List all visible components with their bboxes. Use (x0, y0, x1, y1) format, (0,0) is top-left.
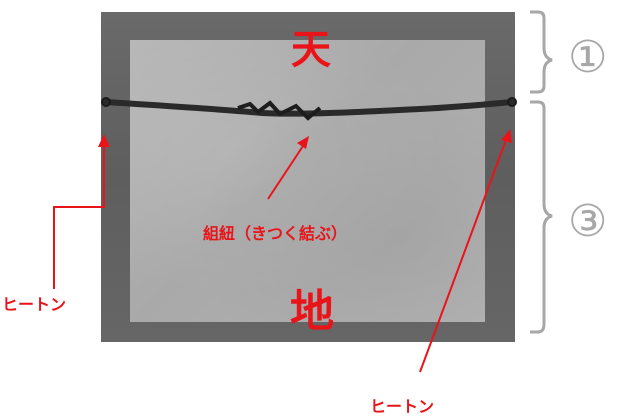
right-hook-arrowhead (501, 129, 512, 143)
right-hook-leader (419, 139, 507, 373)
cord-arrowhead (297, 136, 309, 149)
hook-label-right: ヒートン (370, 397, 435, 416)
hook-label-left: ヒートン (2, 295, 67, 314)
screw-eye-left (101, 97, 111, 107)
section-number-1: ① (568, 32, 608, 83)
left-hook-arrowhead (98, 134, 110, 147)
braided-cord (103, 99, 515, 117)
left-hook-leader (53, 145, 105, 289)
cord-leader (267, 145, 304, 200)
screw-eye-right (507, 97, 517, 107)
bracket-bottom (530, 100, 553, 334)
top-label-ten: 天 (291, 26, 331, 73)
mount-board (130, 40, 485, 322)
bracket-top (530, 10, 553, 94)
section-number-3: ③ (568, 196, 608, 247)
cord-label: 組紐（きつく結ぶ） (203, 224, 348, 243)
cord-knot (237, 100, 322, 121)
bottom-label-chi: 地 (290, 286, 334, 337)
